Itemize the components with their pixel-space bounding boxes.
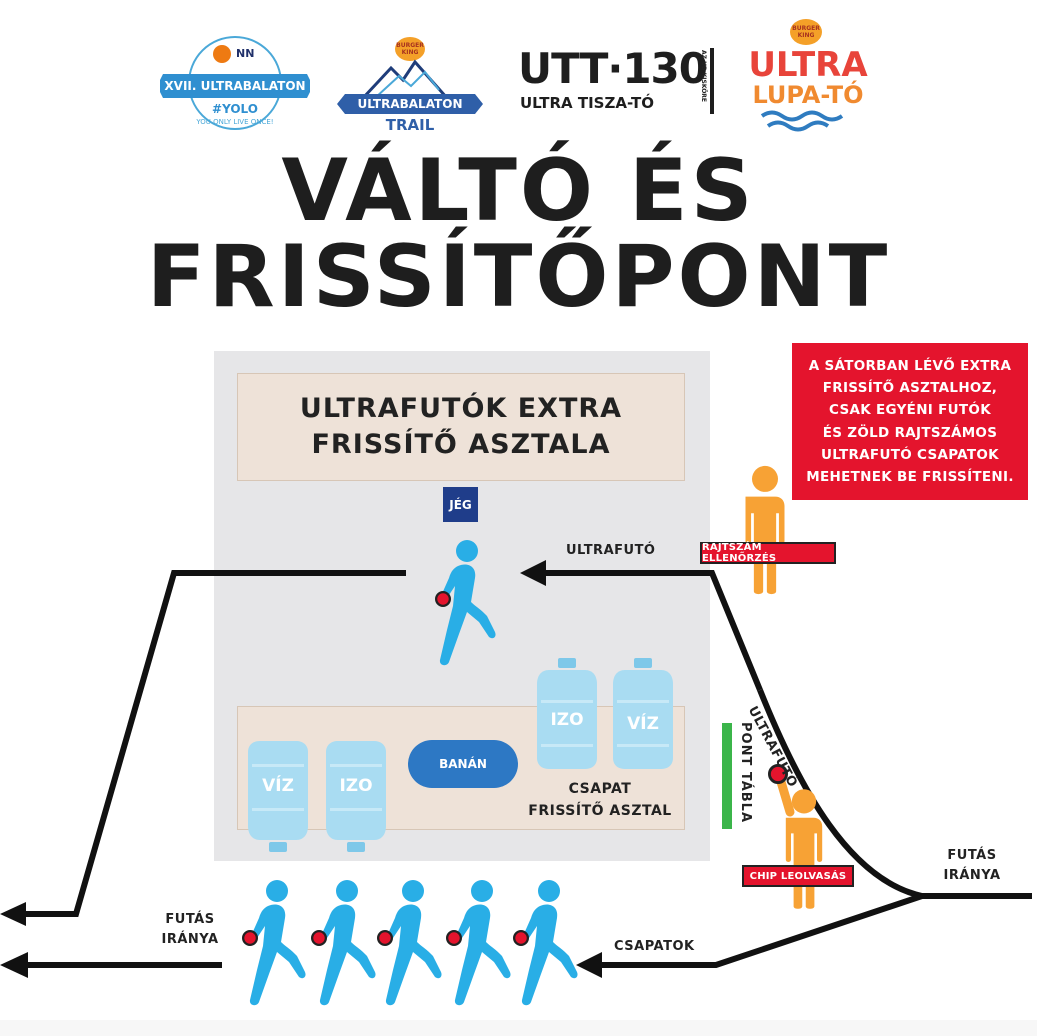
- arrow-left-lower: [0, 952, 28, 978]
- utt-divider: [710, 48, 714, 114]
- chip-icon: [435, 591, 451, 607]
- ultrabalaton-trail-logo: BURGER KING ULTRABALATON TRAIL: [335, 32, 485, 137]
- team-runner-icon: [521, 880, 578, 1006]
- team-runner-icon: [319, 880, 376, 1006]
- direction-left-line2: IRÁNYA: [161, 932, 219, 947]
- nn-event-name: XVII. ULTRABALATON: [164, 79, 306, 93]
- banana-tray: BANÁN: [408, 740, 518, 788]
- ultrafuto-label: ULTRAFUTÓ: [566, 543, 656, 558]
- bottle-label: VÍZ: [627, 714, 659, 734]
- water-bottle-icon: [248, 741, 308, 852]
- notice-line: ULTRAFUTÓ CSAPATOK: [821, 446, 999, 463]
- team-runner-icon: [385, 880, 442, 1006]
- ultrafuto-path: [540, 570, 763, 692]
- utt-name: UTT·130: [518, 44, 708, 93]
- csapatok-path: [600, 893, 923, 968]
- team-runner-icon: [249, 880, 306, 1006]
- point-board-label: PONT TÁBLA: [738, 722, 753, 824]
- notice-line: ÉS ZÖLD RAJTSZÁMOS: [822, 424, 998, 441]
- bottom-strip: [0, 1020, 1037, 1036]
- chip-icon: [242, 930, 258, 946]
- nn-brand-text: NN: [236, 47, 255, 60]
- nn-motto: YOU ONLY LIVE ONCE!: [196, 118, 274, 126]
- direction-label-right: FUTÁS IRÁNYA: [932, 846, 1012, 886]
- route-lines: [24, 570, 1032, 968]
- notice-line: A SÁTORBAN LÉVŐ EXTRA: [808, 357, 1012, 374]
- trail-bk-text: BURGER KING: [396, 42, 424, 56]
- izo-bottle-icon: [326, 741, 386, 852]
- ultra-lupa-to-logo: BURGER KING ULTRA LUPA-TÓ: [748, 14, 868, 136]
- chip-icon: [446, 930, 462, 946]
- trail-name: ULTRABALATON: [357, 97, 463, 111]
- notice-line: MEHETNEK BE FRISSÍTENI.: [806, 469, 1014, 486]
- bottle-label: IZO: [550, 710, 584, 730]
- point-board: [722, 723, 732, 829]
- mountain-icon: [337, 37, 483, 114]
- utt-sub: ULTRA TISZA-TÓ: [520, 94, 654, 112]
- utt-vertical-text: AZ UB KISKÖRE: [700, 50, 707, 103]
- nn-logo-badge-icon: [160, 36, 310, 130]
- arrowheads: [0, 560, 602, 978]
- bib-check-official-icon: [745, 465, 785, 595]
- nn-ultrabalaton-logo: NN XVII. ULTRABALATON #YOLO YOU ONLY LIV…: [160, 30, 310, 135]
- extra-table-line2: FRISSÍTŐ ASZTALA: [311, 429, 611, 460]
- direction-left-line1: FUTÁS: [165, 912, 215, 927]
- notice-line: FRISSÍTŐ ASZTALHOZ,: [822, 379, 998, 396]
- direction-right-line2: IRÁNYA: [943, 868, 1001, 883]
- nn-hashtag: #YOLO: [212, 102, 258, 116]
- direction-label-left: FUTÁS IRÁNYA: [150, 910, 230, 950]
- team-table-line1: CSAPAT: [568, 781, 632, 797]
- arrow-csapatok: [576, 952, 602, 978]
- notice-line: CSAK EGYÉNI FUTÓK: [829, 402, 991, 419]
- chip-icon: [377, 930, 393, 946]
- bib-check-tag: RAJTSZÁM ELLENŐRZÉS: [700, 542, 836, 564]
- chip-icon: [311, 930, 327, 946]
- extra-refresh-table: ULTRAFUTÓK EXTRA FRISSÍTŐ ASZTALA: [237, 373, 685, 481]
- arrow-ultrafuto: [520, 560, 546, 586]
- team-runners: [249, 880, 578, 1006]
- bottle-label: IZO: [339, 776, 373, 796]
- lupa-bk-text: BURGER KING: [792, 25, 820, 39]
- trail-sub: TRAIL: [385, 116, 435, 134]
- lupa-line1: ULTRA: [748, 45, 868, 85]
- team-table-line2: FRISSÍTŐ ASZTAL: [528, 803, 672, 819]
- bottle-label: VÍZ: [262, 776, 294, 796]
- ultrafuto-curve: [757, 688, 923, 899]
- chip-icon: [513, 930, 529, 946]
- extra-table-line1: ULTRAFUTÓK EXTRA: [299, 392, 623, 424]
- teams-label: CSAPATOK: [614, 939, 695, 954]
- waves-icon: [760, 19, 844, 132]
- team-table-label: CSAPAT FRISSÍTŐ ASZTAL: [510, 778, 690, 822]
- page-title: VÁLTÓ ÉS FRISSÍTŐPONT: [146, 141, 891, 327]
- team-runner-icon: [454, 880, 511, 1006]
- ice-sign: JÉG: [443, 487, 478, 522]
- arrow-left-upper: [0, 902, 26, 926]
- utt-130-logo: UTT·130 ULTRA TISZA-TÓ AZ UB KISKÖRE: [518, 46, 718, 121]
- chip-reading-tag: CHIP LEOLVASÁS: [742, 865, 854, 887]
- direction-right-line1: FUTÁS: [947, 848, 997, 863]
- notice-box: A SÁTORBAN LÉVŐ EXTRA FRISSÍTŐ ASZTALHOZ…: [792, 343, 1028, 500]
- lupa-line2: LUPA-TÓ: [752, 81, 864, 109]
- exit-path-upper: [24, 570, 406, 917]
